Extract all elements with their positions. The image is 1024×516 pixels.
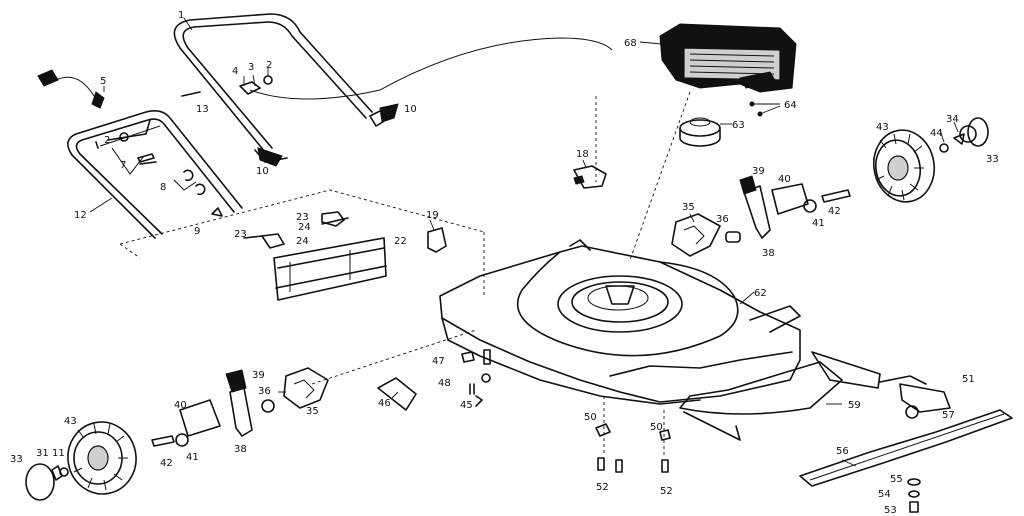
label-40a: 40 (174, 400, 187, 411)
blade-hardware (907, 478, 921, 513)
handle-knob-lower (257, 147, 283, 167)
label-45: 45 (460, 400, 473, 411)
alignment-dashes-lower (311, 91, 691, 385)
label-39b: 39 (752, 166, 765, 177)
deck-fasteners (461, 349, 491, 407)
part-labels: 1 2 3 4 13 10 10 5 2 7 8 12 9 23 24 23 2… (10, 10, 999, 516)
label-33b: 33 (986, 154, 999, 165)
label-51: 51 (962, 374, 975, 385)
engine-adapter (679, 117, 732, 147)
handle-hardware (181, 68, 273, 97)
label-42a: 42 (160, 458, 173, 469)
throttle-cable (249, 37, 613, 100)
label-41a: 41 (186, 452, 199, 463)
handle-knob-upper (369, 103, 399, 127)
blade-adapter (879, 375, 951, 419)
rear-deflector (679, 351, 881, 441)
wheel-right (873, 129, 935, 203)
label-10b: 10 (256, 166, 269, 177)
wheel-left (67, 421, 137, 495)
label-36b: 36 (716, 214, 729, 225)
label-22: 22 (394, 236, 407, 247)
height-adjuster-left (151, 369, 275, 447)
label-4: 4 (232, 66, 238, 77)
label-36a: 36 (258, 386, 271, 397)
label-47: 47 (432, 356, 445, 367)
chute-plate (377, 377, 417, 411)
label-35a: 35 (306, 406, 319, 417)
label-50b: 50 (650, 422, 663, 433)
label-5: 5 (100, 76, 106, 87)
mower-deck (439, 239, 801, 405)
label-7: 7 (120, 160, 126, 171)
label-41b: 41 (812, 218, 825, 229)
bracket-left (278, 367, 329, 409)
alignment-dashes-upper (119, 189, 485, 298)
rear-door (273, 237, 387, 301)
engine (639, 23, 797, 93)
label-23b: 23 (234, 229, 247, 240)
label-54: 54 (878, 489, 891, 500)
label-56: 56 (836, 446, 849, 457)
label-63: 63 (732, 120, 745, 131)
spark-plug-lead (37, 69, 105, 109)
lower-handle (67, 110, 243, 239)
label-13: 13 (196, 104, 209, 115)
deck-bracket (573, 159, 607, 189)
upper-handle (173, 13, 373, 163)
label-10a: 10 (404, 104, 417, 115)
label-52a: 52 (596, 482, 609, 493)
label-11: 11 (52, 448, 65, 459)
label-2a: 2 (266, 60, 272, 71)
label-3: 3 (248, 62, 254, 73)
label-35b: 35 (682, 202, 695, 213)
label-18: 18 (576, 149, 589, 160)
wheel-left-hub-parts (25, 463, 69, 501)
wheel-right-hub-parts (939, 117, 989, 153)
label-1: 1 (178, 10, 184, 21)
lower-handle-hardware (111, 132, 223, 217)
label-2b: 2 (104, 135, 110, 146)
label-38b: 38 (762, 248, 775, 259)
label-48: 48 (438, 378, 451, 389)
label-23a: 23 (296, 212, 309, 223)
engine-bolts (749, 101, 781, 117)
label-68: 68 (624, 38, 637, 49)
label-53: 53 (884, 505, 897, 516)
door-hinge-hardware (243, 211, 447, 253)
label-55: 55 (890, 474, 903, 485)
label-9: 9 (194, 226, 200, 237)
blade (799, 409, 1013, 487)
label-59: 59 (848, 400, 861, 411)
label-8: 8 (160, 182, 166, 193)
label-42b: 42 (828, 206, 841, 217)
label-43a: 43 (64, 416, 77, 427)
label-38a: 38 (234, 444, 247, 455)
label-43b: 43 (876, 122, 889, 133)
bottom-screws (595, 396, 671, 473)
label-24a: 24 (298, 222, 311, 233)
label-50a: 50 (584, 412, 597, 423)
label-44: 44 (930, 128, 943, 139)
label-64: 64 (784, 100, 797, 111)
label-62: 62 (754, 288, 767, 299)
bracket-right (671, 213, 741, 257)
label-24b: 24 (296, 236, 309, 247)
label-31: 31 (36, 448, 49, 459)
label-57: 57 (942, 410, 955, 421)
label-34: 34 (946, 114, 959, 125)
label-33a: 33 (10, 454, 23, 465)
label-39a: 39 (252, 370, 265, 381)
label-40b: 40 (778, 174, 791, 185)
label-19: 19 (426, 210, 439, 221)
label-12: 12 (74, 210, 87, 221)
label-46: 46 (378, 398, 391, 409)
label-52b: 52 (660, 486, 673, 497)
height-adjuster-right (739, 175, 851, 239)
